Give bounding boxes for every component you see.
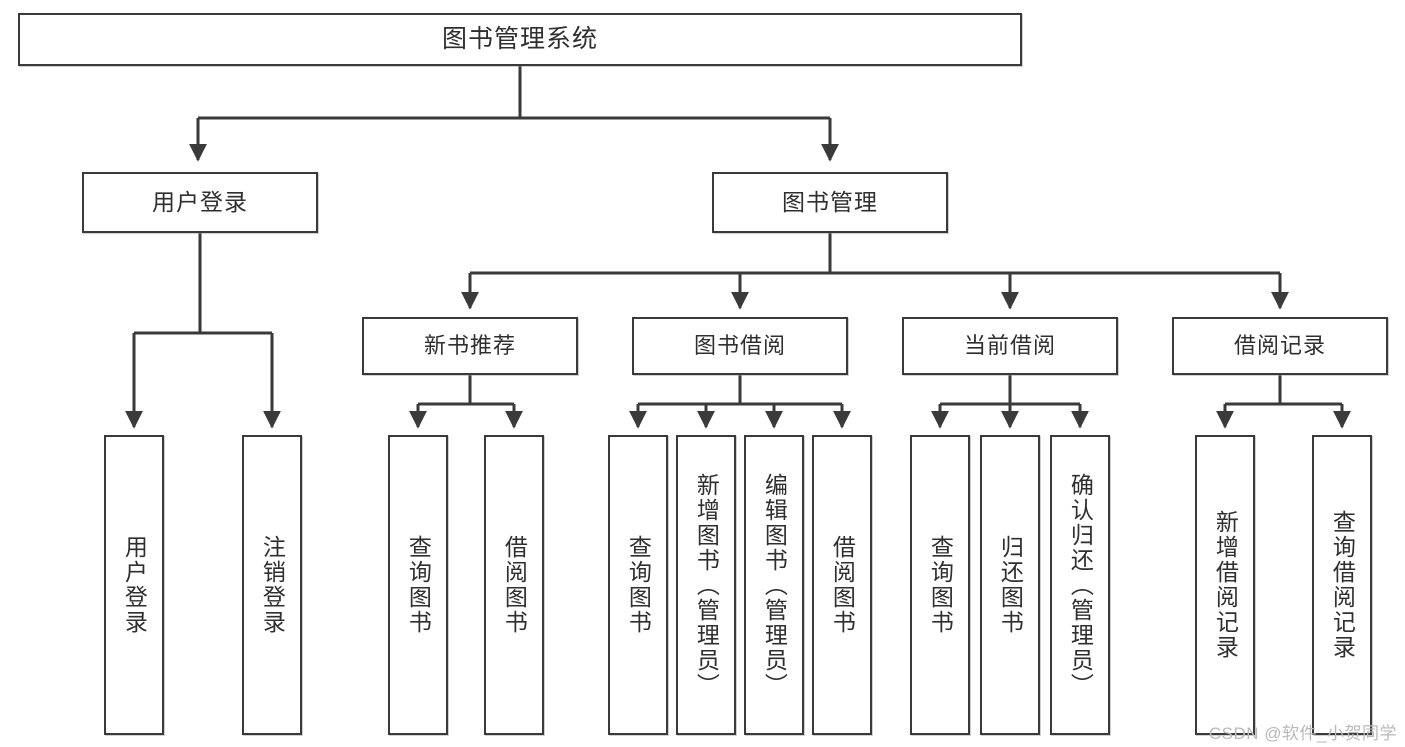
node-label: 借阅记录 xyxy=(1233,333,1326,359)
node-label: 查询图书 xyxy=(625,535,652,635)
node-label: 当前借阅 xyxy=(963,333,1056,359)
node-borrow-record[interactable]: 借阅记录 xyxy=(1172,317,1388,375)
node-label: 新增借阅记录 xyxy=(1212,510,1239,660)
node-label: 查询借阅记录 xyxy=(1329,510,1356,660)
node-label: 图书管理 xyxy=(782,188,878,215)
leaf-borrow-edit-book[interactable]: 编辑图书（管理员） xyxy=(744,435,804,735)
leaf-current-query-book[interactable]: 查询图书 xyxy=(910,435,970,735)
leaf-borrow-query-book[interactable]: 查询图书 xyxy=(608,435,668,735)
node-book-management[interactable]: 图书管理 xyxy=(712,172,948,233)
leaf-borrow-borrow-book[interactable]: 借阅图书 xyxy=(812,435,872,735)
node-user-login[interactable]: 用户登录 xyxy=(82,172,318,233)
leaf-borrow-add-book[interactable]: 新增图书（管理员） xyxy=(676,435,736,735)
leaf-record-add-record[interactable]: 新增借阅记录 xyxy=(1195,435,1255,735)
node-label: 用户登录 xyxy=(152,188,248,215)
leaf-recommend-borrow-book[interactable]: 借阅图书 xyxy=(484,435,544,735)
node-label: 编辑图书（管理员） xyxy=(761,472,788,698)
leaf-current-return-book[interactable]: 归还图书 xyxy=(980,435,1040,735)
node-label: 图书借阅 xyxy=(693,333,786,359)
node-label: 新书推荐 xyxy=(423,333,516,359)
leaf-user-login-login[interactable]: 用户登录 xyxy=(104,435,164,735)
leaf-record-query-record[interactable]: 查询借阅记录 xyxy=(1312,435,1372,735)
node-label: 用户登录 xyxy=(121,535,148,635)
node-label: 借阅图书 xyxy=(829,535,856,635)
node-label: 新增图书（管理员） xyxy=(693,472,720,698)
node-label: 查询图书 xyxy=(405,535,432,635)
leaf-current-confirm-return[interactable]: 确认归还（管理员） xyxy=(1050,435,1110,735)
watermark: CSDN @软件_小贺同学 xyxy=(1208,724,1397,743)
node-book-borrow[interactable]: 图书借阅 xyxy=(632,317,848,375)
node-new-book-recommend[interactable]: 新书推荐 xyxy=(362,317,578,375)
leaf-recommend-query-book[interactable]: 查询图书 xyxy=(388,435,448,735)
node-label: 注销登录 xyxy=(259,535,286,635)
node-current-borrow[interactable]: 当前借阅 xyxy=(902,317,1118,375)
leaf-user-login-logout[interactable]: 注销登录 xyxy=(242,435,302,735)
node-label: 图书管理系统 xyxy=(441,24,598,53)
node-label: 确认归还（管理员） xyxy=(1067,472,1094,698)
node-root-system[interactable]: 图书管理系统 xyxy=(18,13,1022,66)
node-label: 查询图书 xyxy=(927,535,954,635)
node-label: 归还图书 xyxy=(997,535,1024,635)
node-label: 借阅图书 xyxy=(501,535,528,635)
